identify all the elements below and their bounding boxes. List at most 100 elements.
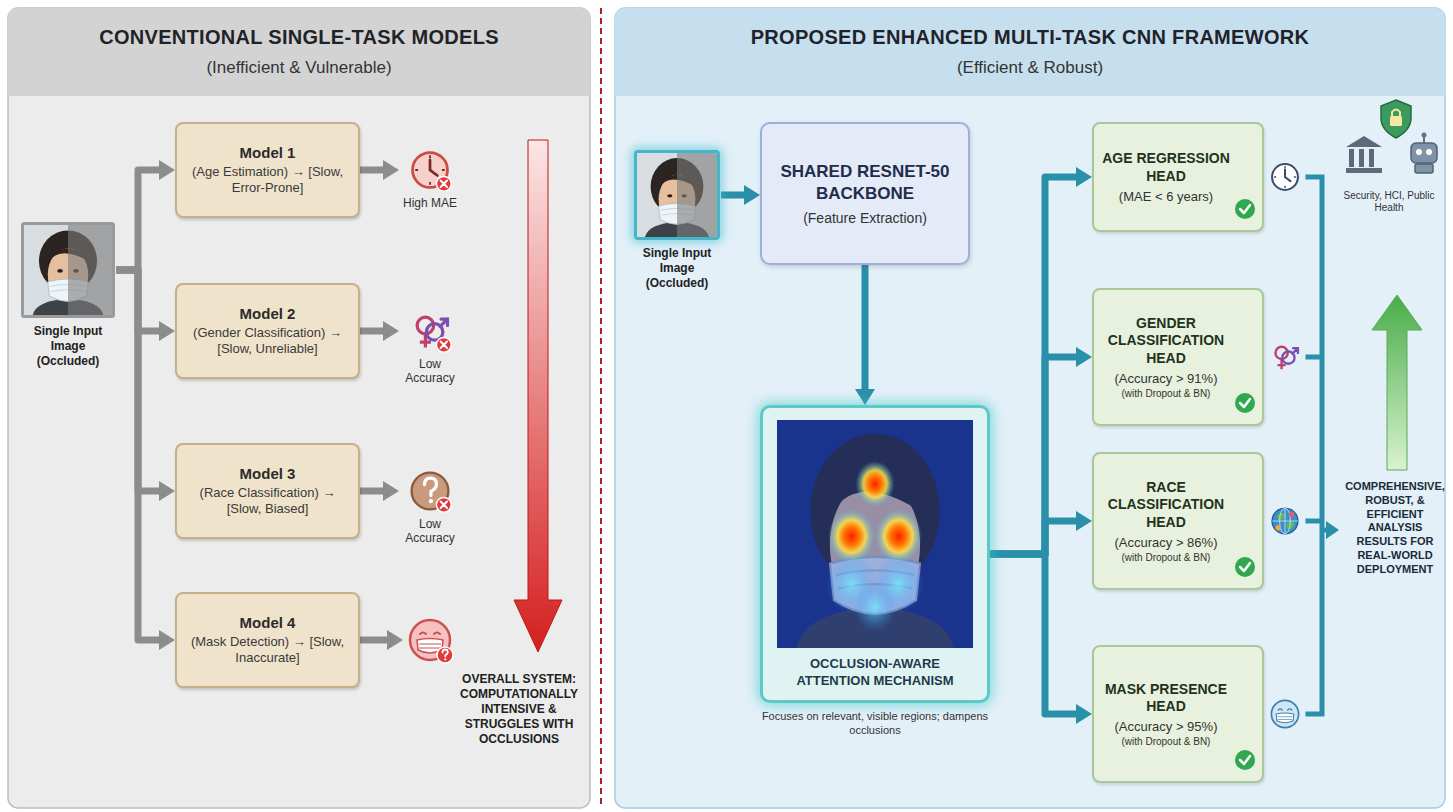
arrow-head [159,321,175,341]
graphic-part [412,473,449,510]
icon-symbol [1268,340,1302,374]
graphic-part [1235,557,1255,577]
connector [990,347,1092,554]
graphic-part [1280,508,1291,534]
panel-title: PROPOSED ENHANCED MULTI-TASK CNN FRAMEWO… [615,26,1445,49]
connector-line [990,177,1078,554]
result-icon: Low Accuracy [399,308,461,386]
arrow-head [855,389,875,405]
connector-line [990,521,1078,554]
result-label: High MAE [403,196,457,210]
connector-line [360,488,385,495]
shield-icon [1381,100,1411,138]
panel-title: CONVENTIONAL SINGLE-TASK MODELS [8,26,590,49]
arrow-head [1076,704,1092,724]
graphic-part [853,582,896,632]
arrow-head [387,630,403,650]
result-note: COMPREHENSIVE, ROBUST, & EFFICIENT ANALY… [1343,480,1447,576]
graphic-part [441,502,447,508]
connector-line [990,554,1078,714]
icon-symbol [1268,504,1302,538]
backbone-title: SHARED RESNET-50 BACKBONE [774,161,956,204]
graphic-part [440,319,447,326]
model-name: Model 1 [240,144,296,161]
backbone-detail: (Feature Extraction) [803,210,927,226]
arrow-head [1076,347,1092,367]
icon-symbol [1268,697,1302,731]
graphic-part [444,658,446,660]
bank-icon [1346,136,1382,173]
head-metric: (Accuracy > 95%) [1115,719,1218,734]
input-image: Single Input Image (Occluded) [633,150,721,291]
application-note: Security, HCI, Public Health [1334,190,1444,214]
check-holder [1234,392,1256,414]
arrow-head [159,630,175,650]
model-box: Model 2(Gender Classification) → [Slow, … [175,283,360,379]
graphic-part [1359,149,1364,167]
connector [116,270,175,341]
arrow-head [383,160,399,180]
task-head: MASK PRESENCE HEAD(Accuracy > 95%)(with … [1092,645,1264,783]
arrow-head [383,481,399,501]
graphic-part [1240,205,1250,213]
connector-line [862,265,869,391]
head-title: GENDER CLASSIFICATION HEAD [1102,315,1230,366]
graphic-part [1381,100,1411,138]
graphic-part [1240,563,1250,571]
graphic-part [1369,149,1374,167]
graphic-part [443,650,448,657]
heatmap-holder [777,420,973,648]
image-frame [21,222,115,318]
model-name: Model 2 [240,305,296,322]
arrow-head [383,321,399,341]
graphic-part [1285,170,1290,182]
model-detail: (Race Classification) → [Slow, Biased] [185,485,350,518]
check-mark [1234,749,1256,771]
icon-holder [407,308,453,354]
graphic-part [1235,393,1255,413]
result-icon: High MAE [399,147,461,210]
connector [360,481,399,501]
connector-line [990,357,1078,554]
model-name: Model 4 [240,614,296,631]
model-name: Model 3 [240,465,296,482]
graphic-part [1276,713,1294,723]
graphic-part [420,334,431,348]
system-note: OVERALL SYSTEM: COMPUTATIONALLY INTENSIV… [450,672,588,747]
connector [360,321,399,341]
result-label: Low Accuracy [399,517,461,546]
input-image: Single Input Image (Occluded) [20,222,116,369]
head-icon-holder [1268,340,1302,374]
head-note: (with Dropout & BN) [1122,388,1211,399]
task-head: RACE CLASSIFICATION HEAD(Accuracy > 86%)… [1092,452,1264,590]
task-head: GENDER CLASSIFICATION HEAD(Accuracy > 91… [1092,288,1264,426]
graphic-part [828,509,875,564]
image-frame [634,150,720,240]
image-caption: Single Input Image (Occluded) [633,246,721,291]
icon-holder [407,147,453,193]
face-photo [637,153,717,237]
graphic-part [441,181,447,187]
graphic-part [1275,525,1280,530]
head-icon-holder [1268,160,1302,194]
graphic-part [1289,511,1294,516]
head-note: (with Dropout & BN) [1122,736,1211,747]
icon-symbol [1268,160,1302,194]
graphic-part [1292,348,1297,353]
check-mark [1234,198,1256,220]
head-title: RACE CLASSIFICATION HEAD [1102,479,1230,530]
graphic-part [413,153,448,188]
connector [990,167,1092,554]
graphic-part [1426,149,1432,155]
panel-header-band [8,8,590,96]
model-box: Model 4(Mask Detection) → [Slow, Inaccur… [175,592,360,688]
arrow-line [360,637,390,644]
connector [855,265,875,405]
graphic-part [1422,133,1427,138]
connector [116,270,175,650]
connector [990,554,1092,724]
graphic-part [1272,164,1298,190]
graphic-part [24,225,112,315]
graphic-part [677,153,717,237]
